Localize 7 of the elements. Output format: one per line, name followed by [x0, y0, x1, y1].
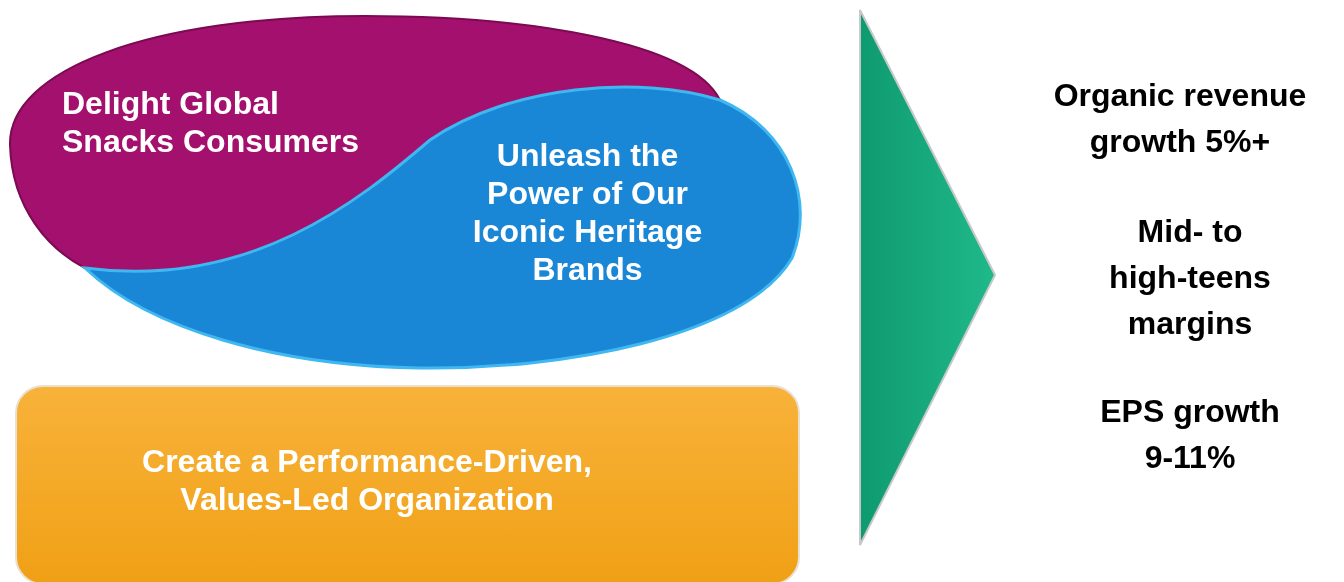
goal-text: Create a Performance-Driven, Values-Led Organization: [141, 442, 593, 518]
goal-text: Unleash the Power of Our Iconic Heritage Brands: [471, 136, 704, 288]
target-text: Mid- to high-teens margins: [1108, 212, 1272, 343]
rounded-box: [15, 385, 800, 582]
target-text: EPS growth 9-11%: [1099, 392, 1281, 477]
target-text: Organic revenue growth 5%+: [1052, 76, 1308, 161]
goal-text: Delight Global Snacks Consumers: [62, 84, 360, 160]
